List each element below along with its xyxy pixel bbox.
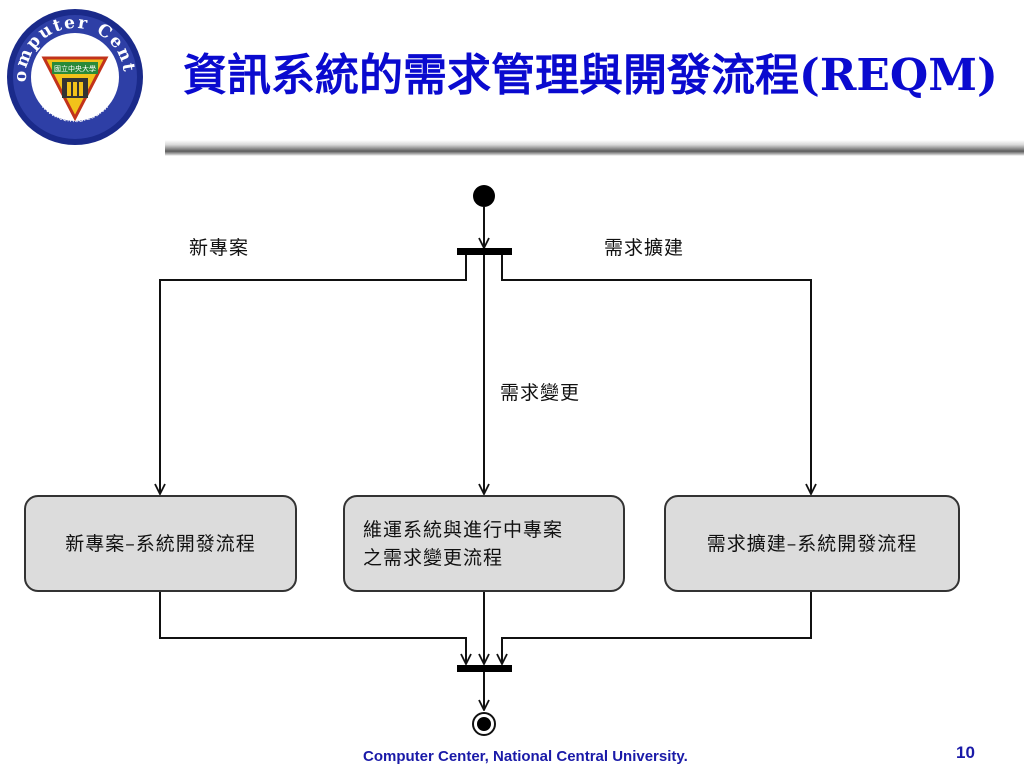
computer-center-logo: Computer Center www.cc.ncu.edu.tw 國立中央大學 — [0, 0, 146, 148]
activity-new-project: 新專案–系統開發流程 — [24, 495, 297, 592]
activity-new-project-label: 新專案–系統開發流程 — [65, 532, 256, 555]
title-underline-rule — [165, 140, 1024, 156]
final-node-inner — [477, 717, 491, 731]
join-bar — [457, 665, 512, 672]
expansion-to-join-edge — [502, 592, 812, 664]
fork-to-new-project-edge — [160, 255, 467, 494]
initial-node — [473, 185, 495, 207]
activity-change-label-line1: 維運系統與進行中專案 — [363, 518, 564, 541]
activity-requirement-expansion: 需求擴建–系統開發流程 — [664, 495, 960, 592]
branch-label-expansion: 需求擴建 — [604, 237, 685, 259]
page-number: 10 — [956, 743, 975, 762]
logo-badge-text: 國立中央大學 — [54, 64, 96, 73]
activity-requirement-change: 維運系統與進行中專案 之需求變更流程 — [343, 495, 625, 592]
footer-organization: Computer Center, National Central Univer… — [363, 748, 688, 765]
branch-label-change: 需求變更 — [500, 382, 581, 404]
activity-change-label-line2: 之需求變更流程 — [363, 546, 504, 569]
new-project-to-join-edge — [159, 592, 466, 664]
fork-bar — [457, 248, 512, 255]
fork-to-expansion-edge — [501, 255, 811, 494]
branch-label-new-project: 新專案 — [189, 237, 250, 259]
activity-expansion-label: 需求擴建–系統開發流程 — [706, 532, 918, 555]
slide-title: 資訊系統的需求管理與開發流程(REQM) — [183, 50, 998, 101]
